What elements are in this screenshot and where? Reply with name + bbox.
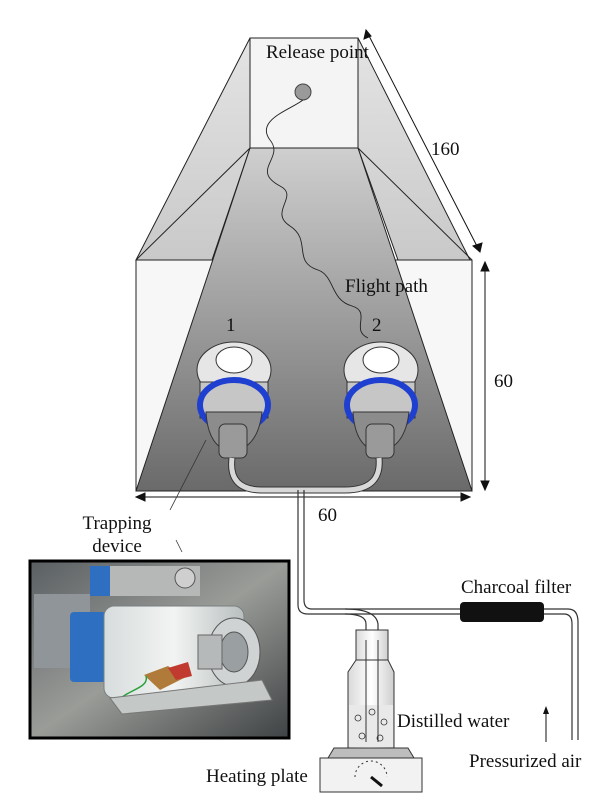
trap-1 (196, 341, 272, 459)
wind-tunnel (135, 37, 473, 494)
trap-2-label: 2 (372, 315, 382, 336)
pressurized-air-arrow (543, 706, 549, 742)
air-line (297, 490, 579, 740)
charcoal-filter-body (460, 602, 544, 622)
heating-plate-label: Heating plate (206, 766, 308, 787)
trap-2 (343, 341, 419, 459)
charcoal-filter-label: Charcoal filter (461, 577, 572, 598)
dimension-lines (134, 28, 490, 502)
water-bottle (327, 629, 415, 759)
height-dimension-label: 60 (494, 371, 513, 392)
trap-1-label: 1 (226, 315, 236, 336)
trapping-device-pointer (169, 439, 207, 511)
trapping-device-photo (28, 559, 291, 740)
trapping-device-label: Trapping device (82, 513, 152, 557)
release-point-marker (294, 83, 312, 101)
release-point-label: Release point (266, 42, 369, 63)
width-dimension-label: 60 (318, 505, 337, 526)
heating-plate (319, 757, 423, 793)
heating-plate-dial-icon (354, 760, 388, 778)
flight-path-line (266, 99, 369, 339)
pressurized-air-label: Pressurized air (469, 751, 582, 772)
length-dimension-label: 160 (431, 139, 460, 160)
flight-path-label: Flight path (345, 276, 428, 297)
distilled-water-label: Distilled water (397, 711, 510, 732)
